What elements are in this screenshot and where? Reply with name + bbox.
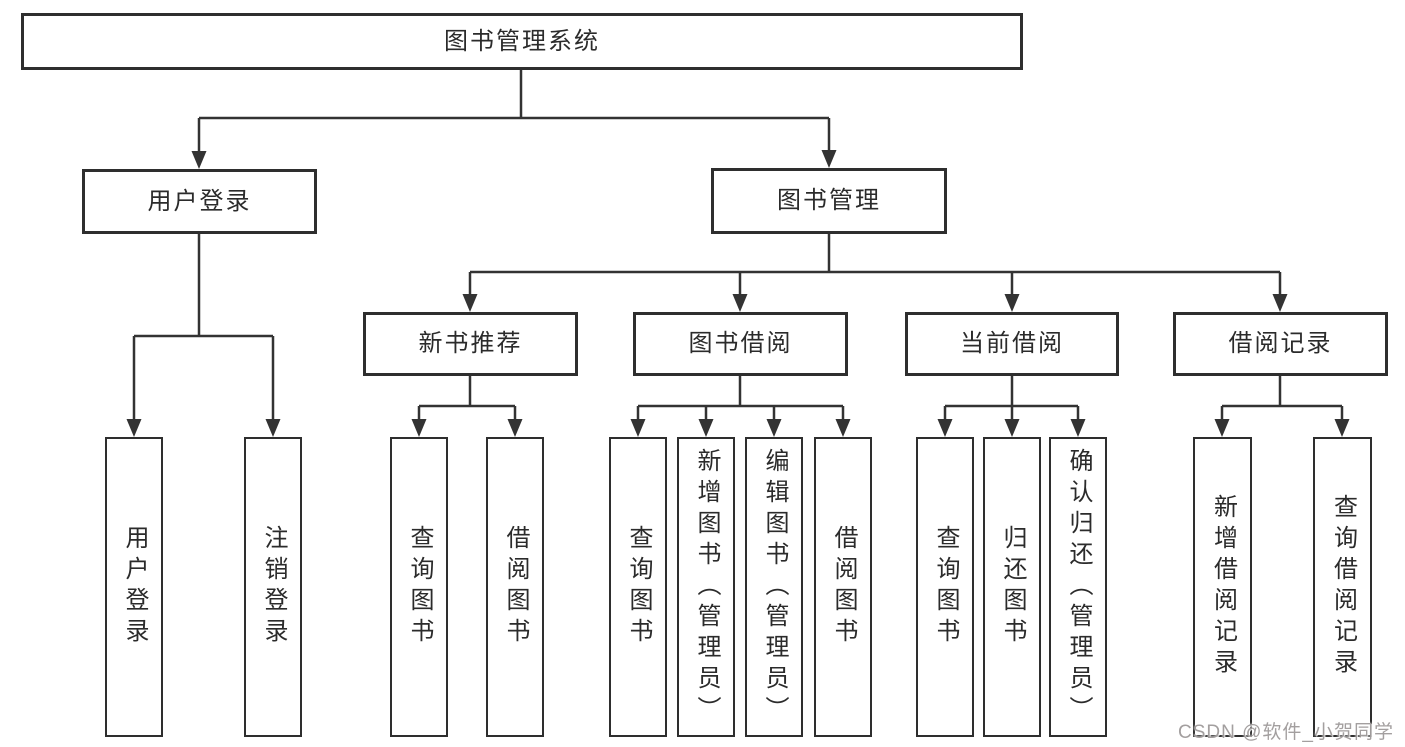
connector-group [132,67,1344,421]
leaf-return-books: 归还图书 [983,437,1041,737]
node-book-management: 图书管理 [711,168,947,234]
leaf-query-borrow-record: 查询借阅记录 [1313,437,1372,737]
leaf-label: 编辑图书（管理员） [761,447,788,727]
leaf-label: 新增借阅记录 [1209,494,1237,680]
arrowhead-icon [1070,419,1086,437]
arrowheads-group [126,150,1350,437]
csdn-watermark: CSDN @软件_小贺同学 [1178,722,1394,743]
leaf-borrow-books-recommend: 借阅图书 [486,437,544,737]
arrowhead-icon [698,419,714,437]
leaf-borrow-books-borrowing: 借阅图书 [814,437,872,737]
leaf-confirm-return-admin: 确认归还（管理员） [1049,437,1107,737]
edge-userlogin-split [132,234,275,421]
arrowhead-icon [462,294,478,312]
leaf-query-books-borrowing: 查询图书 [609,437,667,737]
arrowhead-icon [411,419,427,437]
node-book-borrowing: 图书借阅 [633,312,848,376]
leaf-label: 借阅图书 [502,525,529,649]
node-new-book-recommend: 新书推荐 [363,312,578,376]
edge-bor-split [636,376,845,421]
node-current-borrowing: 当前借阅 [905,312,1119,376]
leaf-add-borrow-record: 新增借阅记录 [1193,437,1252,737]
arrowhead-icon [821,150,837,168]
leaf-label: 用户登录 [121,525,148,649]
edge-mgmt-split [468,234,1282,297]
leaf-label: 查询图书 [932,525,959,649]
edge-root-split [197,67,831,154]
edge-rec-split [417,376,517,421]
arrowhead-icon [191,151,207,169]
arrowhead-icon [835,419,851,437]
node-borrowing-records: 借阅记录 [1173,312,1388,376]
arrowhead-icon [1334,419,1350,437]
arrowhead-icon [1214,419,1230,437]
arrowhead-icon [126,419,142,437]
arrowhead-icon [1272,294,1288,312]
leaf-edit-books-admin: 编辑图书（管理员） [745,437,803,737]
leaf-query-books-recommend: 查询图书 [390,437,448,737]
arrowhead-icon [1004,419,1020,437]
edge-cur-split [943,376,1080,421]
leaf-logout: 注销登录 [244,437,302,737]
leaf-label: 新增图书（管理员） [693,447,720,727]
leaf-query-books-current: 查询图书 [916,437,974,737]
arrowhead-icon [937,419,953,437]
arrowhead-icon [766,419,782,437]
arrowhead-icon [507,419,523,437]
arrowhead-icon [1004,294,1020,312]
leaf-label: 确认归还（管理员） [1065,447,1092,727]
leaf-label: 归还图书 [999,525,1026,649]
leaf-label: 查询图书 [406,525,433,649]
edge-hist-split [1220,376,1344,421]
leaf-add-books-admin: 新增图书（管理员） [677,437,735,737]
arrowhead-icon [732,294,748,312]
node-user-login: 用户登录 [82,169,317,234]
arrowhead-icon [630,419,646,437]
leaf-user-login: 用户登录 [105,437,163,737]
leaf-label: 查询图书 [625,525,652,649]
leaf-label: 注销登录 [260,525,287,649]
leaf-label: 查询借阅记录 [1329,494,1357,680]
arrowhead-icon [265,419,281,437]
leaf-label: 借阅图书 [830,525,857,649]
node-library-management-system: 图书管理系统 [21,13,1023,70]
